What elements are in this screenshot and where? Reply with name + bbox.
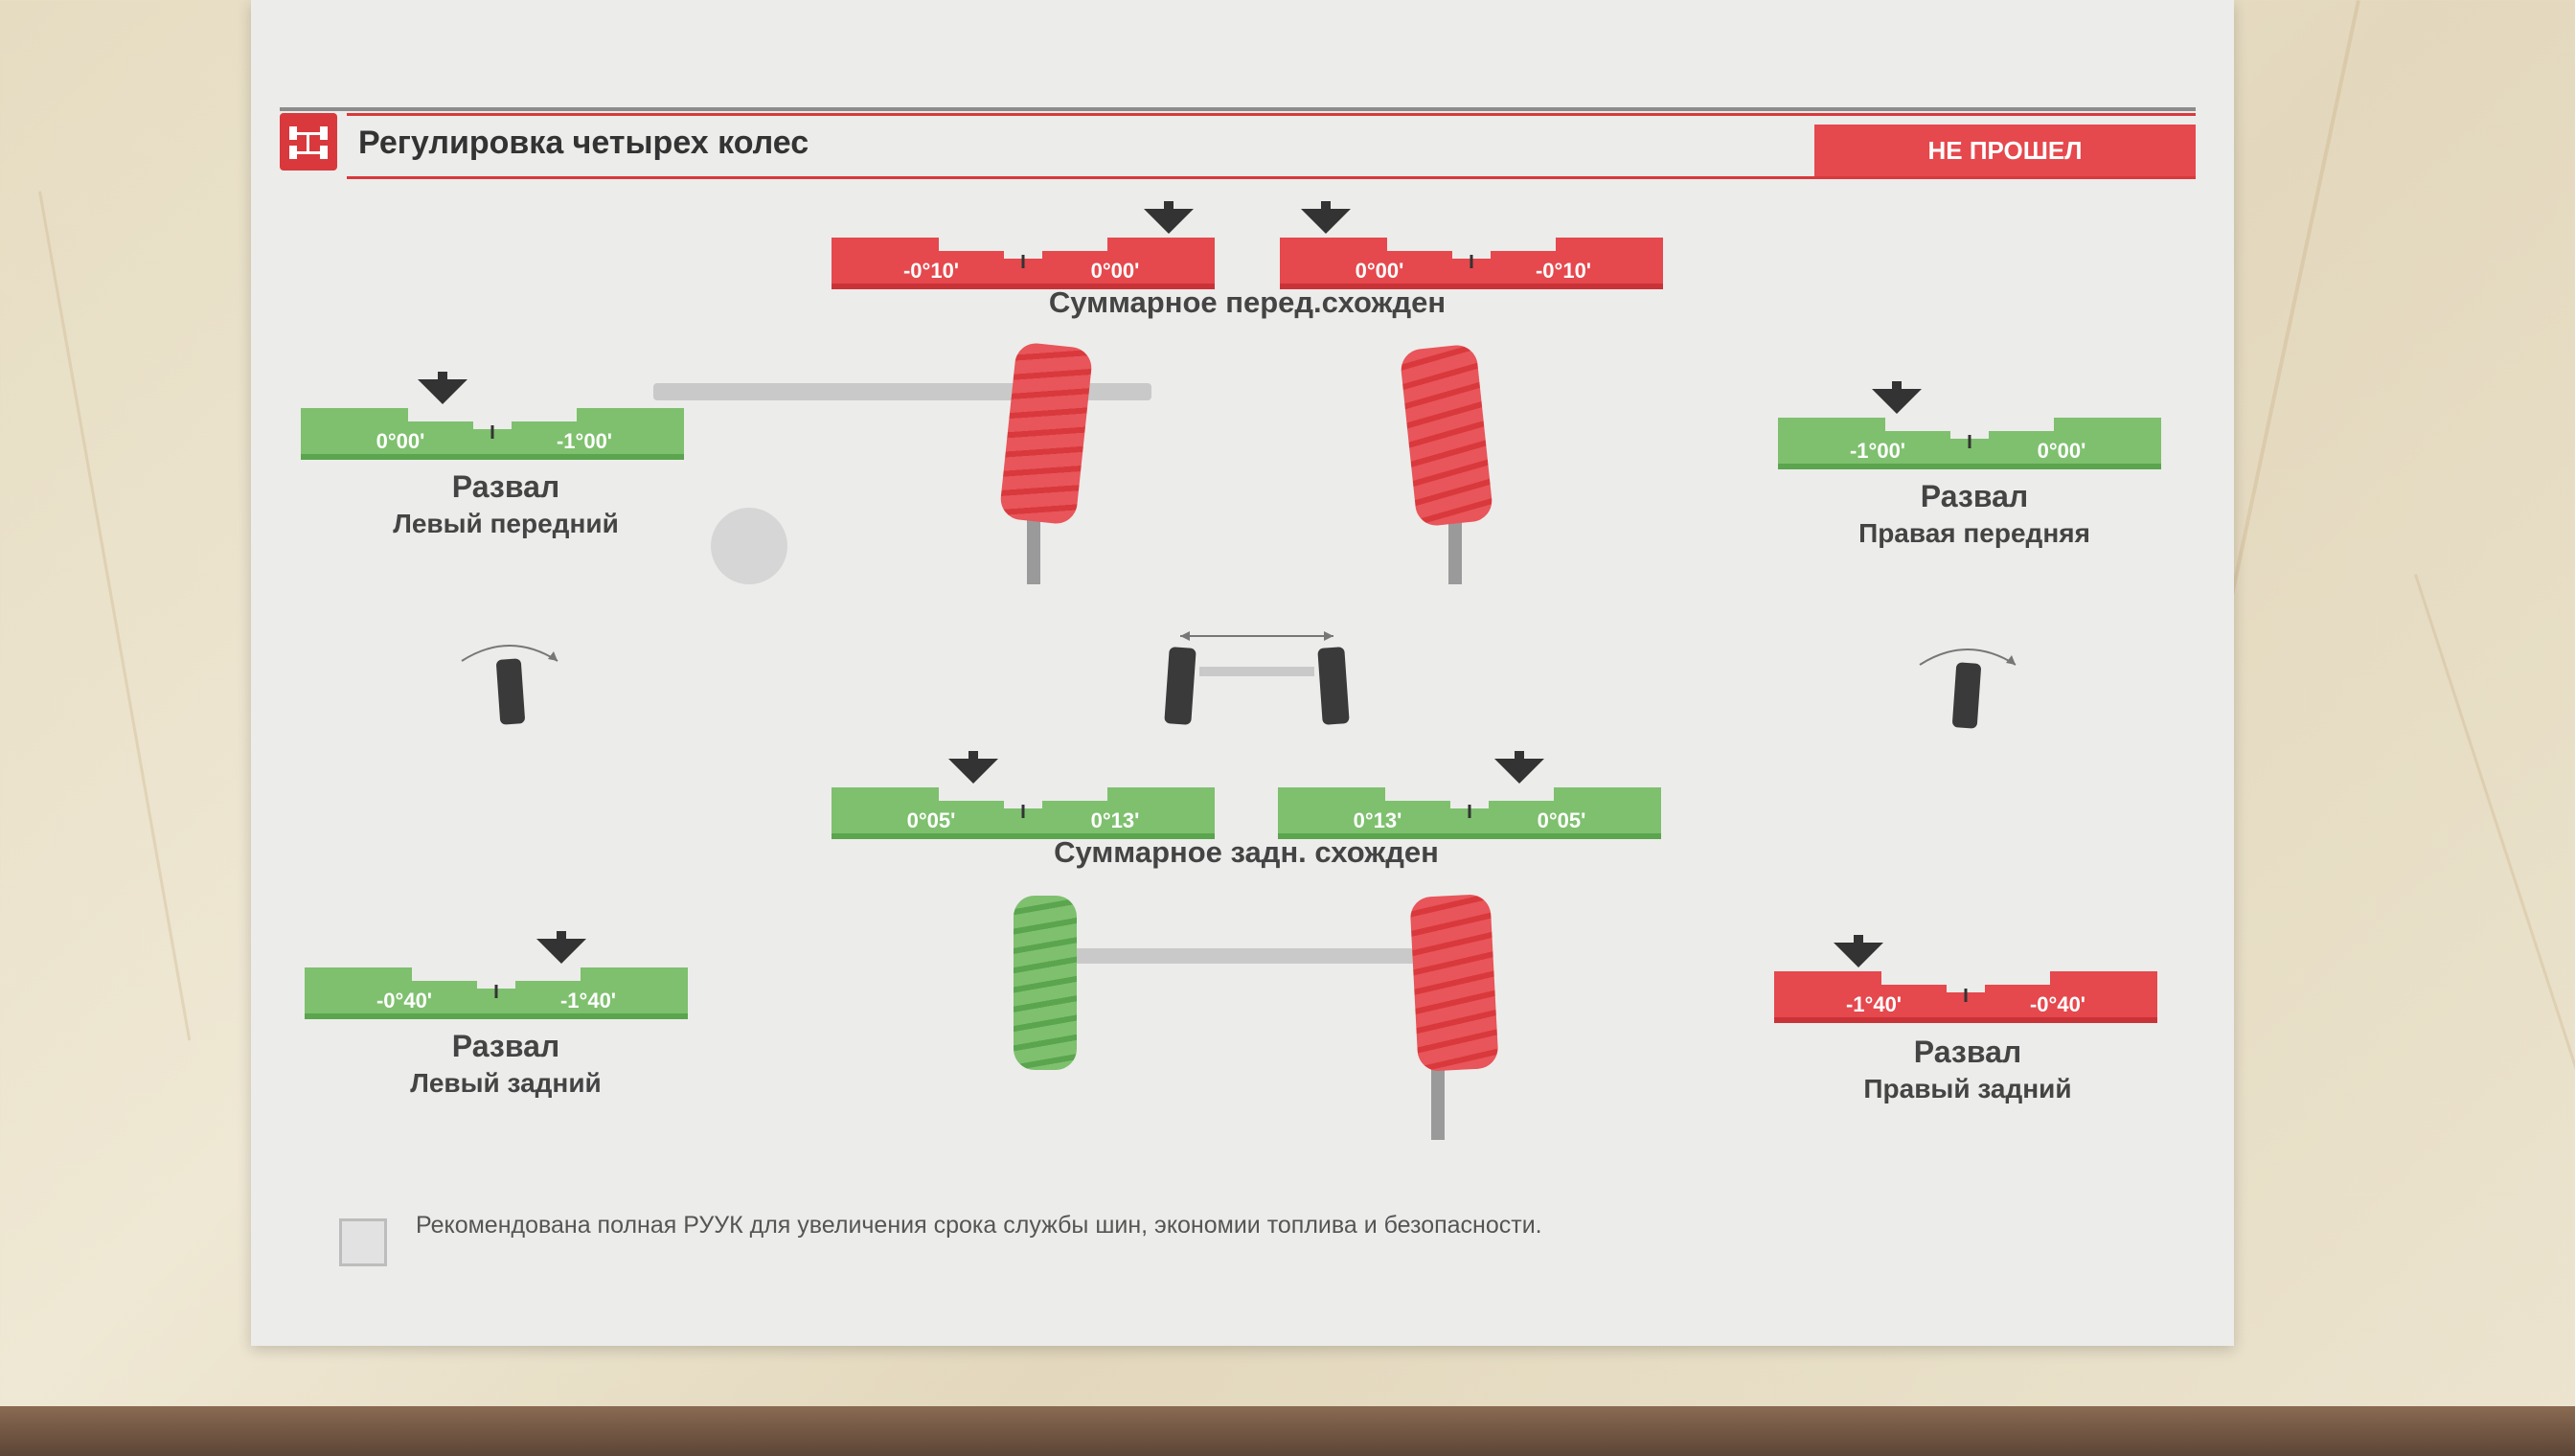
arrow-stem bbox=[1321, 201, 1331, 211]
rear-left-tire-icon bbox=[1014, 896, 1077, 1070]
down-arrow-icon bbox=[418, 379, 467, 404]
down-arrow-icon bbox=[1301, 209, 1351, 234]
camber-front-right-gauge: -1°00' 0°00' bbox=[1778, 381, 2161, 469]
report-title: Регулировка четырех колес bbox=[358, 125, 809, 161]
alignment-icon bbox=[280, 113, 337, 171]
front-right-tire-icon bbox=[1399, 343, 1494, 528]
camber-front-right-title: Развал bbox=[1920, 479, 2029, 513]
arrow-stem bbox=[1892, 381, 1902, 391]
down-arrow-icon bbox=[1872, 389, 1922, 414]
camber-front-left-caption: Развал Левый передний bbox=[301, 469, 711, 539]
camber-front-right-caption: Развал Правая передняя bbox=[1778, 479, 2171, 549]
arrow-stem bbox=[968, 751, 978, 761]
gauge-label: -0°10' bbox=[903, 259, 959, 283]
camber-rear-right-caption: Развал Правый задний bbox=[1774, 1035, 2161, 1104]
gauge-base bbox=[1278, 833, 1661, 839]
arrow-stem bbox=[1515, 751, 1524, 761]
rear-right-tire-icon bbox=[1409, 893, 1499, 1073]
gauge-label: 0°13' bbox=[1354, 808, 1402, 832]
header-line-bottom bbox=[347, 176, 2196, 179]
report-sheet: Регулировка четырех колес НЕ ПРОШЕЛ -0°1… bbox=[251, 0, 2234, 1346]
gauge-base bbox=[1778, 464, 2161, 469]
arrow-stem bbox=[1164, 201, 1174, 211]
toe-small-icon bbox=[1142, 623, 1372, 728]
camber-front-left-subtitle: Левый передний bbox=[393, 509, 619, 538]
down-arrow-icon bbox=[1494, 759, 1544, 784]
camber-rear-left-caption: Развал Левый задний bbox=[305, 1029, 707, 1099]
camber-front-left-title: Развал bbox=[451, 469, 560, 504]
gauge-base bbox=[1774, 1017, 2157, 1023]
gauge-base bbox=[305, 1013, 688, 1019]
rear-toe-left-gauge: 0°05' 0°13' bbox=[832, 751, 1215, 839]
camber-right-small-icon bbox=[1910, 636, 2025, 732]
gauge-label: 0°00' bbox=[1356, 259, 1404, 283]
arrow-stem bbox=[557, 931, 566, 941]
front-left-tire-icon bbox=[998, 341, 1094, 526]
down-arrow-icon bbox=[948, 759, 998, 784]
gauge-label: -1°00' bbox=[557, 429, 612, 453]
camber-rear-left-gauge: -0°40' -1°40' bbox=[305, 931, 688, 1019]
down-arrow-icon bbox=[536, 939, 586, 964]
arrow-stem bbox=[1854, 935, 1863, 944]
header-line-top bbox=[347, 113, 2196, 116]
gauge-label: -1°40' bbox=[560, 989, 616, 1012]
gauge-label: -1°40' bbox=[1846, 992, 1902, 1016]
camber-front-right-subtitle: Правая передняя bbox=[1858, 518, 2090, 548]
gauge-label: 0°00' bbox=[1091, 259, 1140, 283]
table-edge bbox=[0, 1406, 2575, 1456]
rear-toe-right-gauge: 0°13' 0°05' bbox=[1278, 751, 1661, 839]
gauge-label: 0°00' bbox=[376, 429, 425, 453]
gauge-base bbox=[832, 833, 1215, 839]
gauge-label: 0°00' bbox=[2038, 439, 2086, 463]
camber-rear-right-title: Развал bbox=[1913, 1035, 2022, 1069]
down-arrow-icon bbox=[1144, 209, 1194, 234]
recommendation-checkbox[interactable] bbox=[339, 1218, 387, 1266]
recommendation-text: Рекомендована полная РУУК для увеличения… bbox=[416, 1212, 1542, 1239]
report-header: Регулировка четырех колес НЕ ПРОШЕЛ bbox=[280, 113, 2196, 182]
arrow-stem bbox=[438, 372, 447, 381]
front-toe-left-gauge: -0°10' 0°00' bbox=[832, 201, 1215, 289]
camber-rear-left-title: Развал bbox=[451, 1029, 560, 1063]
rear-toe-title: Суммарное задн. схожден bbox=[1054, 835, 1439, 869]
camber-front-left-gauge: 0°00' -1°00' bbox=[301, 372, 684, 460]
gauge-label: -0°10' bbox=[1536, 259, 1591, 283]
gauge-label: 0°05' bbox=[907, 808, 956, 832]
gauge-base bbox=[832, 284, 1215, 289]
gauge-label: 0°13' bbox=[1091, 808, 1140, 832]
gauge-label: -1°00' bbox=[1850, 439, 1905, 463]
gauge-base bbox=[301, 454, 684, 460]
camber-rear-right-gauge: -1°40' -0°40' bbox=[1774, 935, 2157, 1023]
front-toe-right-gauge: 0°00' -0°10' bbox=[1280, 201, 1663, 289]
camber-rear-right-subtitle: Правый задний bbox=[1863, 1074, 2072, 1103]
down-arrow-icon bbox=[1834, 943, 1883, 967]
status-badge: НЕ ПРОШЕЛ bbox=[1814, 125, 2196, 176]
gauge-label: -0°40' bbox=[376, 989, 432, 1012]
front-toe-title: Суммарное перед.схожден bbox=[1048, 285, 1447, 319]
gauge-base bbox=[1280, 284, 1663, 289]
gauge-label: -0°40' bbox=[2030, 992, 2085, 1016]
top-divider bbox=[280, 107, 2196, 111]
camber-rear-left-subtitle: Левый задний bbox=[410, 1068, 602, 1098]
camber-left-small-icon bbox=[452, 632, 567, 728]
gauge-label: 0°05' bbox=[1538, 808, 1586, 832]
